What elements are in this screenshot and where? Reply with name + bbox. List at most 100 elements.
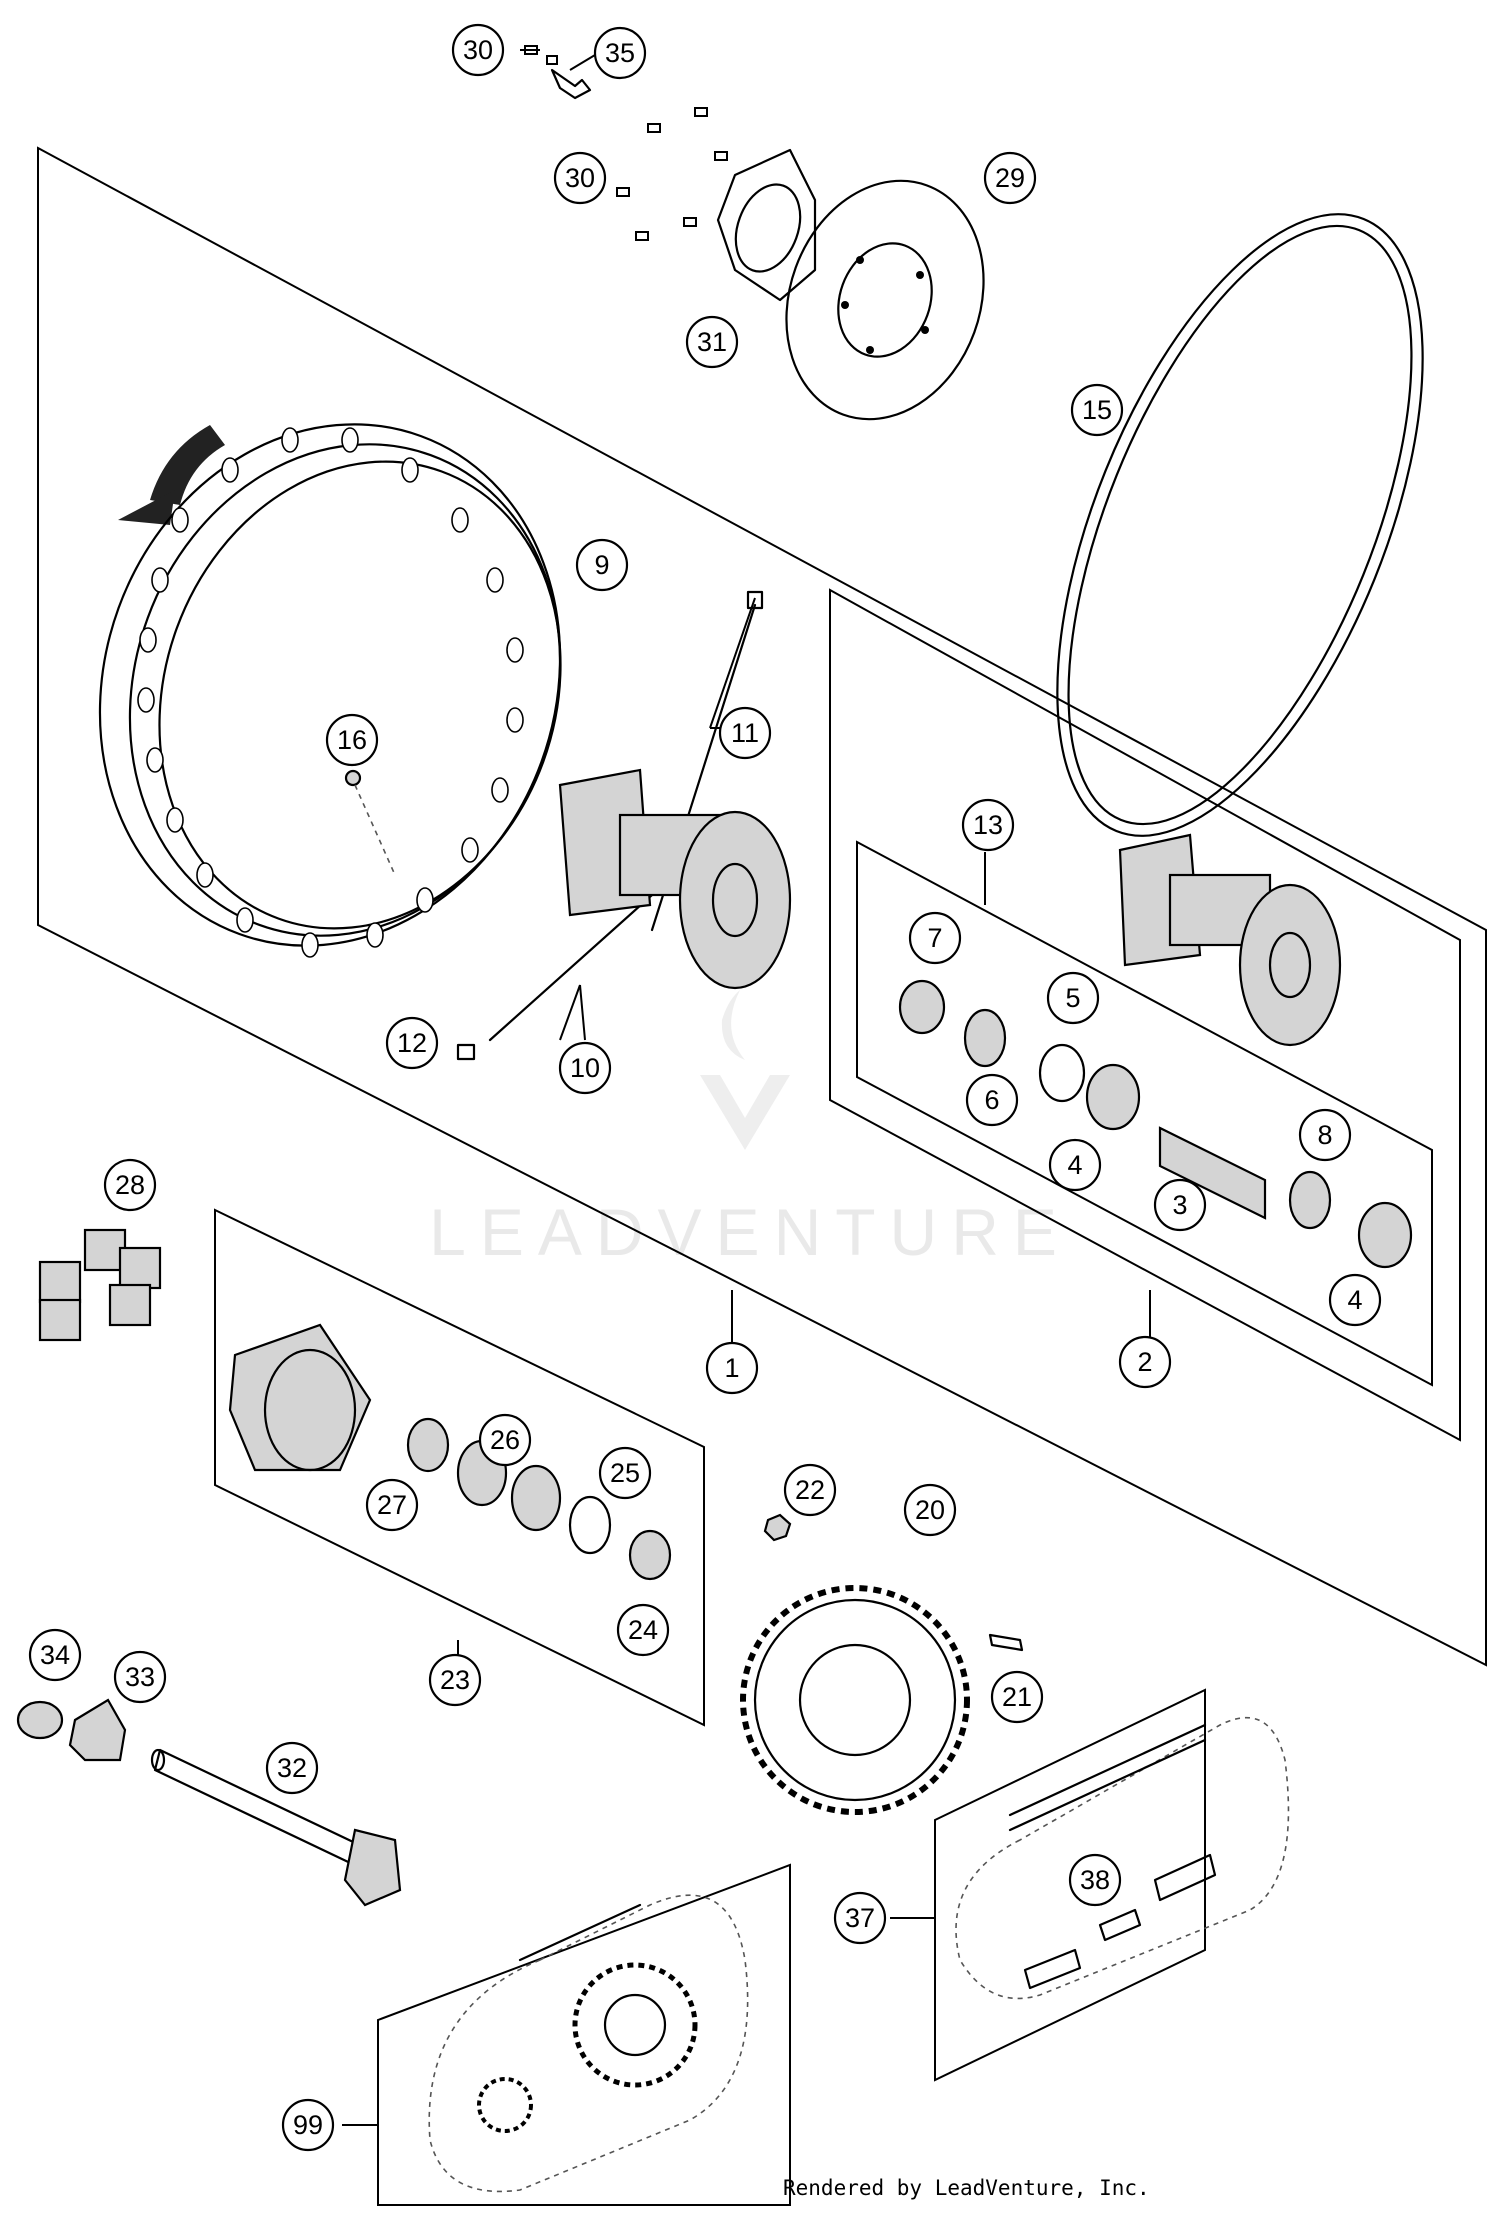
circlip-5 <box>1038 1043 1086 1103</box>
spacer-34 <box>16 1700 64 1740</box>
bearing-26b <box>510 1464 562 1532</box>
hub-assembly-frame <box>829 588 1461 1442</box>
chain-segment-right <box>1153 1853 1217 1902</box>
nut-22 <box>763 1513 792 1542</box>
callout-34: 34 <box>28 1628 82 1682</box>
callout-4a: 4 <box>1048 1138 1102 1192</box>
valve-cap <box>344 769 362 787</box>
drive-kit-sprocket-hub <box>603 1993 667 2057</box>
svg-text:25: 25 <box>610 1458 640 1488</box>
sprocket-carrier <box>228 1323 372 1472</box>
rim-tape <box>1056 213 1424 837</box>
svg-text:16: 16 <box>337 725 367 755</box>
bearing-4a <box>1085 1063 1141 1131</box>
callout-29: 29 <box>983 151 1037 205</box>
hub-parts-frame <box>856 840 1433 1387</box>
seal-25 <box>568 1495 612 1555</box>
svg-text:12: 12 <box>397 1028 427 1058</box>
chain-segment-top <box>1008 1723 1207 1817</box>
leader-lines <box>342 49 1151 2126</box>
callout-7: 7 <box>908 911 962 965</box>
rim-tape-inner <box>1067 224 1413 826</box>
chain-adjuster-33 <box>68 1698 127 1762</box>
abs-sensor <box>550 68 592 100</box>
callout-20: 20 <box>903 1483 957 1537</box>
spoke-nipple-top <box>746 590 764 610</box>
rear-axle <box>150 1748 402 1907</box>
abs-tone-ring <box>716 148 817 302</box>
drive-kit-sprocket <box>572 1962 698 2088</box>
callout-25: 25 <box>598 1446 652 1500</box>
svg-text:37: 37 <box>845 1903 875 1933</box>
svg-text:27: 27 <box>377 1490 407 1520</box>
callout-4b: 4 <box>1328 1273 1382 1327</box>
spoke-nipple <box>456 1043 476 1061</box>
valve-dash <box>354 784 396 876</box>
callout-38: 38 <box>1068 1853 1122 1907</box>
svg-text:24: 24 <box>628 1615 658 1645</box>
washer-8 <box>1288 1170 1332 1230</box>
callout-33: 33 <box>113 1650 167 1704</box>
drive-kit-dash <box>428 1894 749 2193</box>
svg-text:2: 2 <box>1137 1347 1152 1377</box>
svg-text:15: 15 <box>1082 395 1112 425</box>
callout-13: 13 <box>961 798 1015 852</box>
callout-23: 23 <box>428 1653 482 1707</box>
svg-text:26: 26 <box>490 1425 520 1455</box>
svg-text:21: 21 <box>1002 1682 1032 1712</box>
damper-rubbers <box>38 1228 162 1342</box>
spacer-tube-3 <box>1158 1126 1267 1220</box>
rim <box>98 423 562 958</box>
callout-15: 15 <box>1070 383 1124 437</box>
svg-text:32: 32 <box>277 1753 307 1783</box>
rear-hub <box>558 768 792 990</box>
svg-text:29: 29 <box>995 163 1025 193</box>
drive-kit-frame <box>377 1863 791 2206</box>
rotation-arrow <box>118 425 225 525</box>
chain-kit-dash <box>955 1716 1290 2000</box>
svg-text:22: 22 <box>795 1475 825 1505</box>
callout-5: 5 <box>1046 971 1100 1025</box>
callout-21: 21 <box>990 1670 1044 1724</box>
callout-99: 99 <box>281 2098 335 2152</box>
watermark-logo <box>700 990 790 1150</box>
svg-text:8: 8 <box>1317 1120 1332 1150</box>
svg-text:1: 1 <box>724 1353 739 1383</box>
svg-text:11: 11 <box>731 718 759 748</box>
bearing-sleeve-27 <box>406 1417 450 1473</box>
svg-text:30: 30 <box>565 163 595 193</box>
callout-30a: 30 <box>451 23 505 77</box>
callout-35: 35 <box>593 26 647 80</box>
svg-text:38: 38 <box>1080 1865 1110 1895</box>
callout-30b: 30 <box>553 151 607 205</box>
bearing-4b <box>1357 1201 1413 1269</box>
svg-text:33: 33 <box>125 1662 155 1692</box>
svg-text:10: 10 <box>570 1053 600 1083</box>
rear-sprocket <box>740 1585 970 1815</box>
svg-text:23: 23 <box>440 1665 470 1695</box>
chain-kit-frame <box>934 1688 1206 2082</box>
chain-link-38 <box>1098 1908 1142 1942</box>
chain-segment-low <box>1023 1948 1082 1990</box>
callout-1: 1 <box>705 1341 759 1395</box>
svg-text:5: 5 <box>1065 983 1080 1013</box>
callout-10: 10 <box>558 1041 612 1095</box>
callout-11: 11 <box>718 706 772 760</box>
render-credit: Rendered by LeadVenture, Inc. <box>783 2176 1150 2200</box>
callout-6: 6 <box>965 1073 1019 1127</box>
callout-26: 26 <box>478 1413 532 1467</box>
callout-32: 32 <box>265 1741 319 1795</box>
main-assembly-frame <box>37 146 1487 1667</box>
chain-segment-top2 <box>1008 1738 1207 1832</box>
svg-text:28: 28 <box>115 1170 145 1200</box>
callout-9: 9 <box>575 538 629 592</box>
spacer-24 <box>628 1529 672 1581</box>
callout-22: 22 <box>783 1463 837 1517</box>
svg-text:35: 35 <box>605 38 635 68</box>
callout-16: 16 <box>325 713 379 767</box>
svg-text:4: 4 <box>1347 1285 1362 1315</box>
svg-text:3: 3 <box>1172 1190 1187 1220</box>
callout-8: 8 <box>1298 1108 1352 1162</box>
drive-kit-front-sprocket <box>477 2077 533 2133</box>
